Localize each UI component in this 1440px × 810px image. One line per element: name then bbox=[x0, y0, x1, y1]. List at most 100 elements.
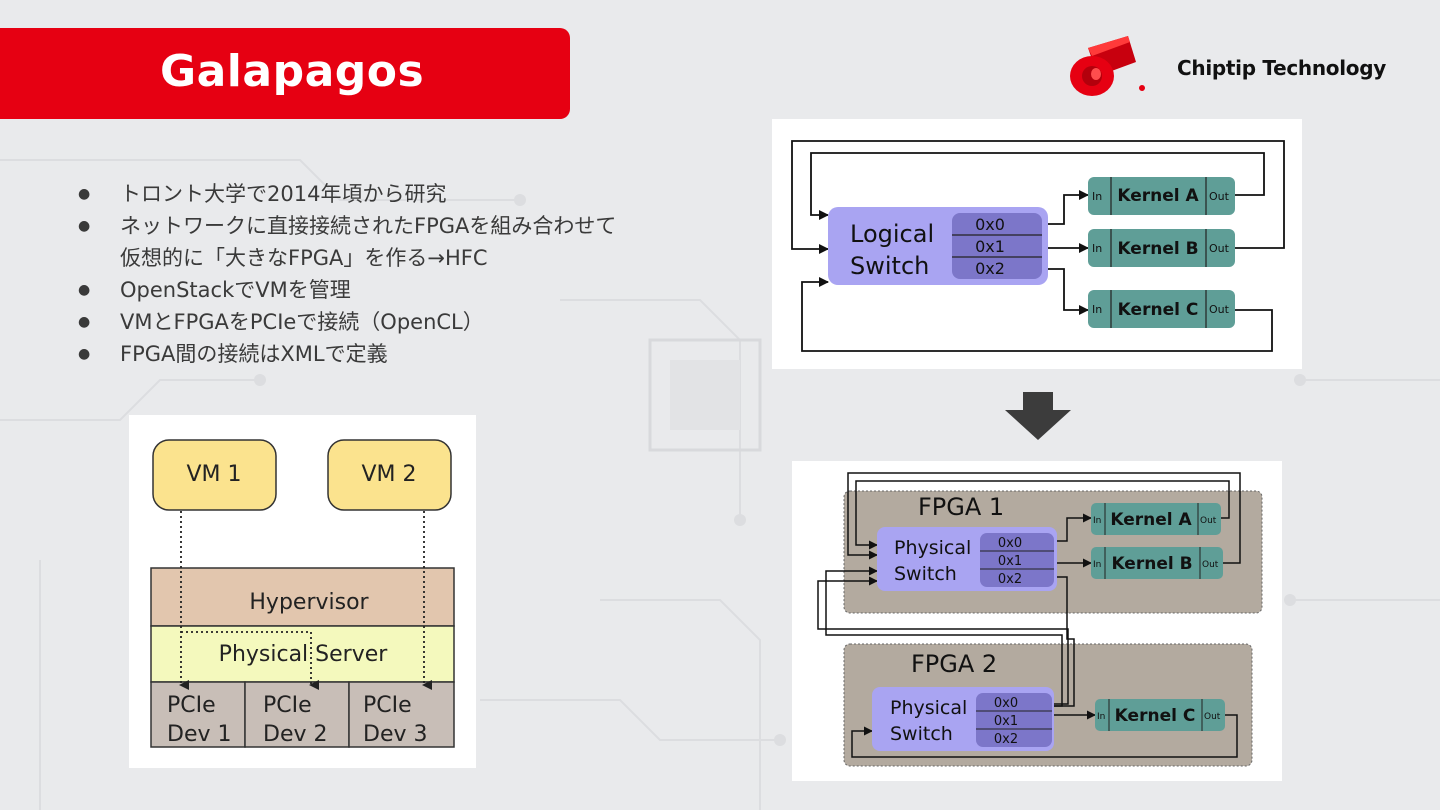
vm2-label: VM 2 bbox=[361, 462, 416, 487]
logical-switch-panel: Logical Switch 0x0 0x1 0x2 In Kernel A O… bbox=[772, 119, 1302, 369]
fpga2-port-0x0: 0x0 bbox=[994, 696, 1018, 711]
bullet-item: ● ネットワークに直接接続されたFPGAを組み合わせて仮想的に「大きなFPGA」を… bbox=[70, 210, 710, 274]
physical-server-layer bbox=[150, 625, 455, 683]
pcie-dev2-line2: Dev 2 bbox=[263, 722, 328, 747]
fpga1-port-table bbox=[980, 533, 1054, 587]
logical-switch-diagram: Logical Switch 0x0 0x1 0x2 In Kernel A O… bbox=[791, 140, 1285, 352]
physical-fpga-panel: FPGA 1 FPGA 2 Physical Switch 0x0 0x1 0x… bbox=[792, 461, 1282, 781]
fpga1-port0-wire bbox=[1054, 513, 1092, 542]
kernel-b-block: In Kernel B Out bbox=[1088, 229, 1235, 267]
fpga1-switch-line2: Switch bbox=[894, 563, 957, 585]
kernel-b-in: In bbox=[1092, 242, 1102, 255]
vm1-to-dev2-connector bbox=[181, 631, 319, 690]
fpga2-kernel-c-block: In Kernel C Out bbox=[1095, 699, 1225, 731]
fpga2-switch-line1: Physical bbox=[890, 697, 967, 719]
bullet-item: ● OpenStackでVMを管理 bbox=[70, 274, 710, 306]
pcie-dev3-line2: Dev 3 bbox=[363, 722, 428, 747]
fpga2-port-table bbox=[976, 693, 1052, 747]
bullet-dot-icon: ● bbox=[78, 282, 91, 298]
fpga1-port-0x1: 0x1 bbox=[998, 554, 1022, 569]
fpga1-kernel-a-label: Kernel A bbox=[1110, 510, 1192, 530]
port-0x1: 0x1 bbox=[975, 237, 1005, 256]
bullet-item: ● FPGA間の接続はXMLで定義 bbox=[70, 338, 710, 370]
feedback-wire-a bbox=[810, 152, 1265, 220]
bullet-dot-icon: ● bbox=[78, 218, 91, 234]
kernel-c-out: Out bbox=[1209, 303, 1230, 316]
fpga1-kernel-a-in: In bbox=[1093, 516, 1101, 526]
physical-server-label: Physical Server bbox=[219, 642, 389, 667]
down-arrow-icon bbox=[1005, 392, 1071, 440]
bullet-text-line2: 仮想的に「大きなFPGA」を作る→HFC bbox=[120, 246, 488, 270]
bullet-text: VMとFPGAをPCIeで接続（OpenCL） bbox=[120, 310, 484, 334]
fpga1-kernel-a-block: In Kernel A Out bbox=[1091, 503, 1221, 535]
fpga2-port-0x1: 0x1 bbox=[994, 714, 1018, 729]
bullet-item: ● トロント大学で2014年頃から研究 bbox=[70, 178, 710, 210]
bullet-text: トロント大学で2014年頃から研究 bbox=[120, 182, 447, 206]
hypervisor-label: Hypervisor bbox=[249, 590, 369, 615]
bullet-text: ネットワークに直接接続されたFPGAを組み合わせて bbox=[120, 214, 617, 238]
fpga1-loop-b bbox=[847, 472, 1241, 564]
fpga1-label: FPGA 1 bbox=[918, 493, 1004, 521]
bullet-text: OpenStackでVMを管理 bbox=[120, 278, 351, 302]
fpga2-loop-c bbox=[851, 714, 1238, 758]
pcie-dev2-line1: PCIe bbox=[263, 693, 312, 718]
logical-switch-line2: Switch bbox=[850, 252, 929, 280]
pcie-dev1-line1: PCIe bbox=[167, 693, 216, 718]
fpga2-switch-line2: Switch bbox=[890, 723, 953, 745]
fpga2-kernel-c-label: Kernel C bbox=[1115, 706, 1196, 726]
kernel-a-block: In Kernel A Out bbox=[1088, 177, 1235, 215]
inter-fpga-wire-1 bbox=[1050, 576, 1075, 707]
feedback-wire-b bbox=[791, 140, 1285, 254]
fpga1-loop-a bbox=[855, 480, 1230, 550]
fpga1-kernel-a-out: Out bbox=[1200, 516, 1217, 526]
fpga2-kernel-c-in: In bbox=[1097, 712, 1105, 722]
kernel-a-in: In bbox=[1092, 190, 1102, 203]
pcie-dev1-line2: Dev 1 bbox=[167, 722, 232, 747]
bullet-dot-icon: ● bbox=[78, 314, 91, 330]
kernel-c-block: In Kernel C Out bbox=[1088, 290, 1235, 328]
fpga1-switch-line1: Physical bbox=[894, 537, 971, 559]
bullet-list: ● トロント大学で2014年頃から研究 ● ネットワークに直接接続されたFPGAを組… bbox=[70, 178, 710, 370]
port-0x0: 0x0 bbox=[975, 215, 1005, 234]
title-bar bbox=[0, 28, 570, 119]
bullet-dot-icon: ● bbox=[78, 186, 91, 202]
bullet-item: ● VMとFPGAをPCIeで接続（OpenCL） bbox=[70, 306, 710, 338]
feedback-wire-c bbox=[801, 277, 1273, 352]
inter-fpga-wire-2 bbox=[817, 576, 1069, 705]
vm-diagram-panel: VM 1 VM 2 Hypervisor Physical Server PCI… bbox=[129, 415, 476, 768]
chiptip-logo bbox=[1070, 36, 1145, 96]
physical-fpga-diagram: FPGA 1 FPGA 2 Physical Switch 0x0 0x1 0x… bbox=[817, 472, 1263, 767]
vm1-box bbox=[152, 439, 277, 511]
slide-title: Galapagos bbox=[160, 46, 425, 97]
port2-wire bbox=[1042, 268, 1089, 315]
kernel-a-label: Kernel A bbox=[1117, 186, 1199, 206]
pcie-dev2-box bbox=[244, 681, 350, 748]
fpga1-kernel-b-out: Out bbox=[1202, 560, 1219, 570]
fpga2-port-0x2: 0x2 bbox=[994, 732, 1018, 747]
vm2-box bbox=[327, 439, 452, 511]
pcie-dev3-box bbox=[348, 681, 455, 748]
fpga1-kernel-b-label: Kernel B bbox=[1111, 554, 1192, 574]
fpga2-kernel-c-out: Out bbox=[1204, 712, 1221, 722]
fpga1-port-0x2: 0x2 bbox=[998, 572, 1022, 587]
kernel-c-label: Kernel C bbox=[1118, 300, 1199, 320]
fpga2-label: FPGA 2 bbox=[911, 650, 997, 678]
bullet-dot-icon: ● bbox=[78, 346, 91, 362]
inter-fpga-wire-3 bbox=[825, 566, 1063, 707]
fpga1-kernel-b-in: In bbox=[1093, 560, 1101, 570]
kernel-b-out: Out bbox=[1209, 242, 1230, 255]
port-0x2: 0x2 bbox=[975, 259, 1005, 278]
kernel-a-out: Out bbox=[1209, 190, 1230, 203]
fpga1-kernel-b-block: In Kernel B Out bbox=[1091, 547, 1223, 579]
vm1-label: VM 1 bbox=[186, 462, 241, 487]
port-table bbox=[952, 213, 1042, 279]
bullet-text: FPGA間の接続はXMLで定義 bbox=[120, 342, 388, 366]
company-name: Chiptip Technology bbox=[1177, 56, 1386, 80]
vm-diagram: VM 1 VM 2 Hypervisor Physical Server PCI… bbox=[150, 439, 455, 748]
pcie-dev3-line1: PCIe bbox=[363, 693, 412, 718]
port0-wire bbox=[1042, 190, 1089, 225]
fpga1-port-0x0: 0x0 bbox=[998, 536, 1022, 551]
logical-switch-line1: Logical bbox=[850, 220, 934, 248]
kernel-c-in: In bbox=[1092, 303, 1102, 316]
